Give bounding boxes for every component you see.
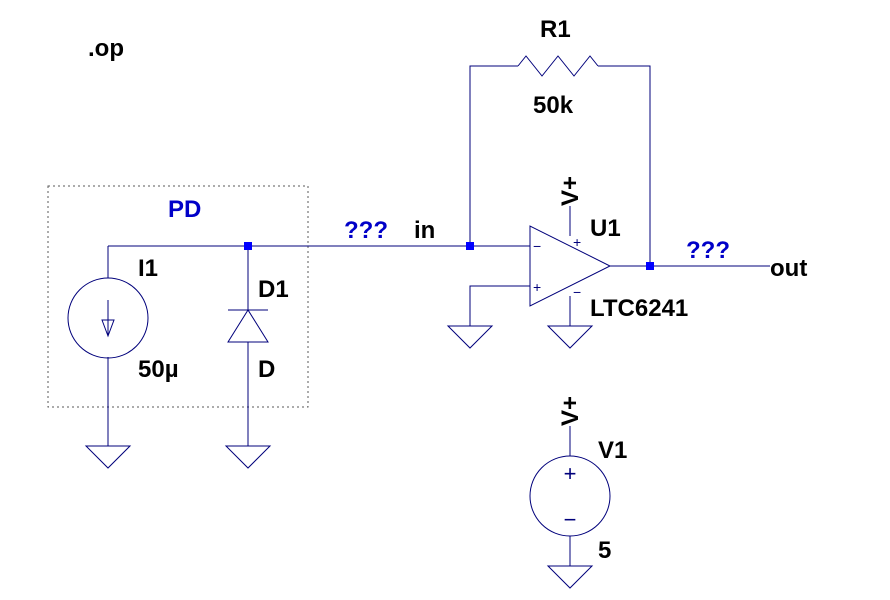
current-source-circle <box>67 277 149 359</box>
diode-model[interactable]: D <box>258 356 275 383</box>
supply-minus-sign: − <box>564 507 577 532</box>
ground-icon-opamp-vminus <box>546 325 594 349</box>
ground-icon-i1 <box>84 445 132 469</box>
opamp-plus-pin-label: + <box>533 279 541 295</box>
junction-node-out[interactable] <box>646 262 654 270</box>
resistor-name: R1 <box>540 16 571 43</box>
supply-vplus-net-label[interactable]: V+ <box>557 396 584 426</box>
current-source-i1[interactable] <box>67 277 149 359</box>
current-source-value[interactable]: 50µ <box>138 356 179 383</box>
wire-feedback-right[interactable] <box>598 65 651 266</box>
diode-name: D1 <box>258 276 289 303</box>
junction-node-in[interactable] <box>466 242 474 250</box>
voltage-source-circle <box>529 455 611 537</box>
opamp-vminus-pin-label: − <box>573 284 581 300</box>
junction-node-diode[interactable] <box>244 242 252 250</box>
opamp-model[interactable]: LTC6241 <box>590 295 688 322</box>
opamp-vplus-pin-label: + <box>573 234 581 250</box>
ground-icon-v1 <box>546 565 594 589</box>
ground-icon-noninverting <box>446 325 494 349</box>
opamp-minus-pin-label: − <box>533 238 541 254</box>
voltage-source-v1[interactable] <box>529 455 611 537</box>
opamp-triangle <box>529 225 612 307</box>
resistor-value[interactable]: 50k <box>533 92 574 119</box>
diode-triangle-icon <box>227 309 269 343</box>
wire-noninverting-input[interactable] <box>469 285 530 326</box>
input-probe-label[interactable]: ??? <box>344 217 388 244</box>
output-probe-label[interactable]: ??? <box>686 237 730 264</box>
photodiode-box-label: PD <box>168 196 201 223</box>
supply-plus-sign: + <box>564 461 577 486</box>
diode-d1[interactable] <box>227 309 269 343</box>
opamp-u1[interactable] <box>529 225 612 307</box>
spice-directive-op[interactable]: .op <box>88 35 124 62</box>
supply-value[interactable]: 5 <box>598 537 611 564</box>
net-label-out[interactable]: out <box>770 255 807 282</box>
net-label-in[interactable]: in <box>414 217 435 244</box>
current-source-name: I1 <box>138 255 158 282</box>
wires <box>107 65 770 566</box>
photodiode-group-box[interactable] <box>47 185 309 408</box>
ground-icon-d1 <box>224 445 272 469</box>
opamp-name: U1 <box>590 215 621 242</box>
opamp-vplus-net-label[interactable]: V+ <box>557 176 584 206</box>
resistor-r1-zigzag[interactable] <box>517 55 599 77</box>
wire-feedback-left[interactable] <box>469 65 518 246</box>
supply-name: V1 <box>598 437 627 464</box>
current-arrow-icon <box>101 300 115 338</box>
